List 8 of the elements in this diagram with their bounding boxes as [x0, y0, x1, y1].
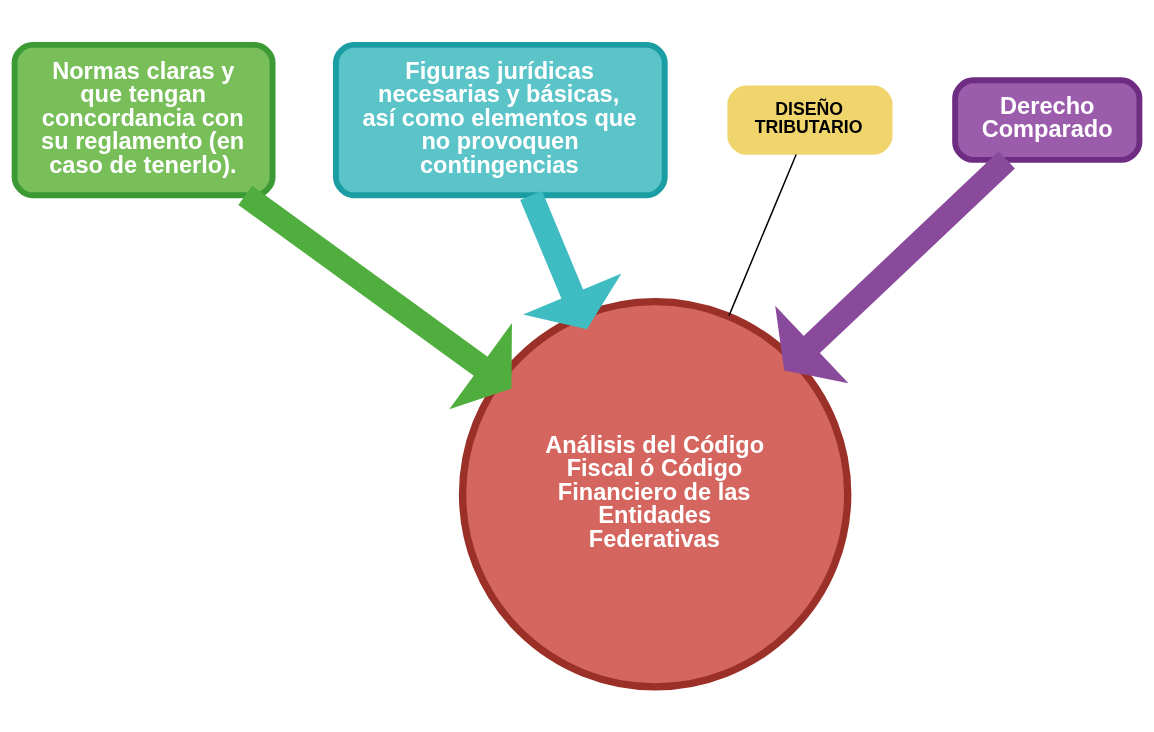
arrow [520, 190, 622, 330]
node-box: Normas claras y que tengan concordancia con su reglamento (en caso de tenerlo). [11, 41, 276, 199]
arrow [238, 185, 512, 410]
node-box: DISEÑO TRIBUTARIO [727, 85, 893, 155]
node-box: Figuras jurídicas necesarias y básicas, así como elementos que no provoquen contingencias [333, 41, 668, 199]
arrow [775, 151, 1015, 384]
node-box: Derecho Comparado [952, 77, 1143, 163]
connector [728, 153, 797, 317]
